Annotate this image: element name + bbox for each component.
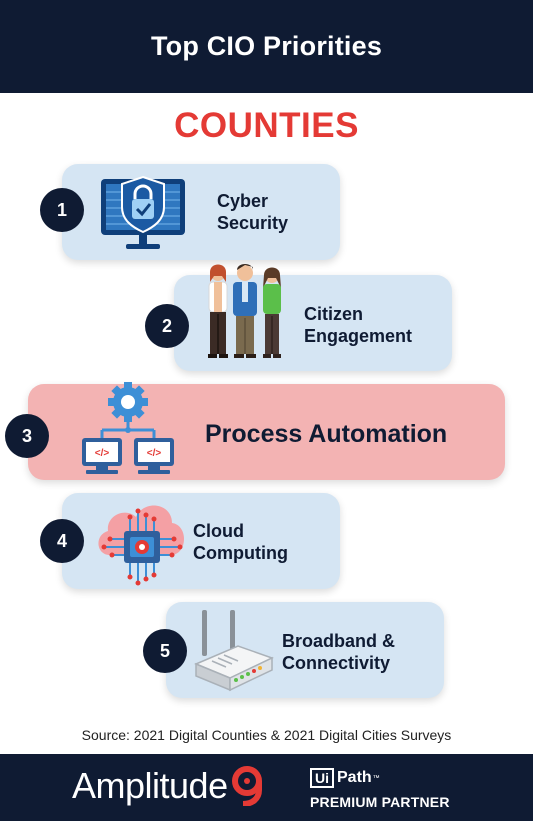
shield-lock-monitor-icon [101,175,185,249]
partner-tier: PREMIUM PARTNER [310,794,450,810]
rank-badge-4: 4 [40,519,84,563]
section-subtitle: COUNTIES [174,106,359,145]
rank-badge-3: 3 [5,414,49,458]
people-group-icon [208,264,281,358]
uipath-trademark: ™ [372,774,380,782]
rank-badge-2: 2 [145,304,189,348]
uipath-logo: Ui Path ™ [310,768,380,788]
amplitude-logo: Amplitude [72,765,264,807]
brand-nine-mark-icon [231,766,262,806]
priority-label-2: Citizen Engagement [304,304,413,346]
router-icon [194,610,274,692]
page-header: Top CIO Priorities [0,0,533,93]
gear-network-icon: </> </> [82,382,174,474]
cloud-chip-icon [98,505,184,586]
page-title: Top CIO Priorities [150,31,383,61]
uipath-ui-box: Ui [310,768,334,788]
source-note: Source: 2021 Digital Counties & 2021 Dig… [81,727,452,743]
rank-badge-1: 1 [40,188,84,232]
brand-name: Amplitude [72,765,228,806]
priority-label-5: Broadband & Connectivity [282,631,396,673]
svg-text:</>: </> [95,448,110,459]
footer-bar: Amplitude Ui Path ™ PREMIUM PARTNER [0,754,533,821]
priority-label-3: Process Automation [205,420,448,448]
svg-text:</>: </> [147,448,162,459]
rank-badge-5: 5 [143,629,187,673]
priority-label-1: Cyber Security [217,191,289,233]
priority-label-4: Cloud Computing [193,521,288,563]
uipath-name: Path [337,769,372,786]
